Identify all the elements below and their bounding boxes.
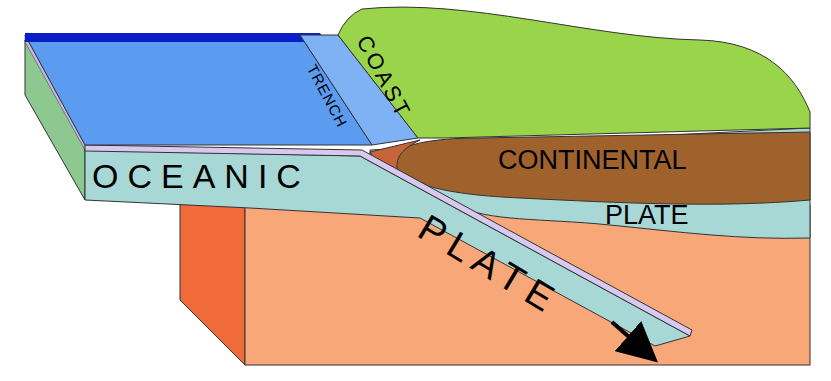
oceanic-label: OCEANIC (92, 159, 310, 193)
continental-label: CONTINENTAL (498, 147, 687, 174)
plate-label: PLATE (605, 202, 689, 229)
